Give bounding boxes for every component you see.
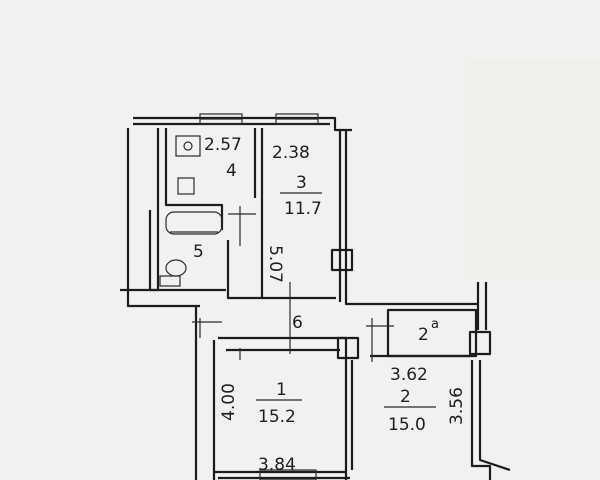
heater <box>177 177 195 195</box>
room1-length-label: 4.00 <box>219 383 239 421</box>
fixtures <box>159 135 492 360</box>
windows <box>199 113 319 480</box>
room4-width-label: 2.57 <box>204 135 242 155</box>
room2a-number-label: 2 <box>418 325 429 345</box>
outer-wall-top <box>133 116 352 132</box>
shaft-room3 <box>330 248 354 272</box>
room1-number-label: 1 <box>276 380 287 400</box>
room1-width-label: 3.84 <box>258 455 296 475</box>
room2-width-label: 3.62 <box>390 365 428 385</box>
room1-area-label: 15.2 <box>258 407 296 427</box>
wall-room2-right-outer <box>478 360 511 472</box>
wall-room2-right <box>470 360 492 480</box>
room2-number-label: 2 <box>400 387 411 407</box>
wall-room5-right <box>226 240 262 300</box>
wall-room5-left <box>148 210 226 292</box>
room3-length-label: 5.07 <box>265 245 285 283</box>
bathtub <box>165 211 223 235</box>
room2-length-label: 3.56 <box>447 387 467 425</box>
room2a-superscript: a <box>431 317 439 332</box>
door-ticks <box>192 206 394 362</box>
room3-width-label: 2.38 <box>272 143 310 163</box>
outer-wall-left <box>126 128 200 308</box>
shaft-room1 <box>336 336 360 360</box>
room4-number-label: 4 <box>226 161 237 181</box>
wall-room2a <box>386 308 478 358</box>
window-room1 <box>259 469 317 480</box>
toilet-tank <box>159 275 181 287</box>
room5-number-label: 5 <box>193 242 204 262</box>
sink <box>175 135 201 157</box>
sink-drain <box>183 141 193 151</box>
wall-room3-right-outer <box>344 130 478 306</box>
room2-area-label: 15.0 <box>388 415 426 435</box>
room3-number-label: 3 <box>296 173 307 193</box>
room6-number-label: 6 <box>292 313 303 333</box>
room3-area-label: 11.7 <box>284 199 322 219</box>
annotations: 2.57 4 2.38 3 11.7 5.07 5 6 2 a 1 15.2 4… <box>193 135 467 475</box>
paper-stain <box>470 60 600 280</box>
walls <box>120 116 511 480</box>
shaft-room2a <box>468 330 492 356</box>
